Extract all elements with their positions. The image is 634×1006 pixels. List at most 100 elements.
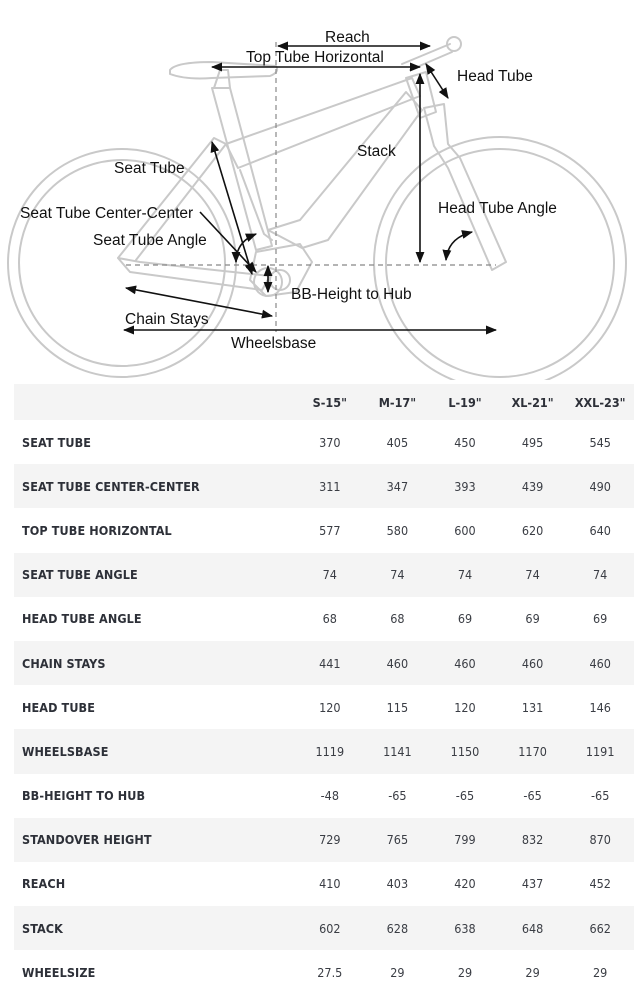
label-chain-stays: Chain Stays (125, 311, 209, 328)
size-header: XL-21" (511, 394, 554, 410)
row-value: 405 (386, 434, 409, 450)
row-value: 1119 (315, 743, 345, 759)
row-value: 450 (454, 434, 476, 450)
row-value: 638 (454, 920, 476, 936)
row-value: 146 (589, 699, 611, 715)
row-value: 648 (521, 920, 544, 936)
label-stack: Stack (357, 143, 396, 160)
fork-shape (423, 103, 507, 271)
row-value: -48 (320, 788, 339, 804)
row-label: STACK (22, 920, 63, 936)
motor-housing (249, 243, 313, 297)
dimension-arrows (122, 41, 498, 335)
row-label: TOP TUBE HORIZONTAL (22, 522, 172, 538)
row-value: 131 (521, 699, 544, 715)
row-value: 439 (521, 478, 544, 494)
row-label: HEAD TUBE ANGLE (22, 611, 142, 627)
seat-tube-angle-arc (231, 233, 258, 264)
row-value: 403 (386, 876, 409, 892)
row-value: 120 (454, 699, 476, 715)
row-value: 29 (457, 964, 473, 980)
row-value: 74 (525, 567, 540, 583)
row-value: -65 (591, 788, 610, 804)
row-value: 495 (521, 434, 544, 450)
label-seat-tube-angle: Seat Tube Angle (93, 232, 207, 249)
row-label: SEAT TUBE ANGLE (22, 567, 138, 583)
row-value: 460 (521, 655, 544, 671)
row-label: WHEELSBASE (22, 743, 109, 759)
row-value: 347 (386, 478, 409, 494)
row-value: 460 (386, 655, 409, 671)
label-head-tube: Head Tube (457, 68, 533, 85)
row-label: STANDOVER HEIGHT (22, 832, 152, 848)
row-value: 120 (319, 699, 341, 715)
label-bb-height-to-hub: BB-Height to Hub (291, 286, 412, 303)
row-value: 580 (386, 522, 409, 538)
row-value: 27.5 (317, 964, 343, 980)
row-value: 420 (454, 876, 476, 892)
row-value: 74 (457, 567, 473, 583)
row-value: 460 (589, 655, 611, 671)
row-value: 832 (521, 832, 544, 848)
row-value: 1170 (518, 743, 547, 759)
head-tube-angle-arc (442, 230, 474, 262)
row-value: 115 (386, 699, 409, 715)
row-value: 545 (589, 434, 611, 450)
row-value: 662 (589, 920, 611, 936)
row-value: 602 (319, 920, 341, 936)
size-header: S-15" (312, 394, 347, 410)
row-label: REACH (22, 876, 66, 892)
down-tube-shape (267, 91, 423, 249)
row-value: 729 (319, 832, 341, 848)
seat-post (213, 69, 231, 89)
row-value: 600 (454, 522, 476, 538)
geometry-table: S-15" M-17" L-19" XL-21" XXL-23" SEAT TU… (14, 384, 634, 994)
row-value: 69 (593, 611, 608, 627)
row-value: 620 (521, 522, 544, 538)
label-head-tube-angle: Head Tube Angle (438, 200, 557, 217)
size-header: XXL-23" (574, 394, 626, 410)
label-wheelsbase: Wheelsbase (231, 335, 316, 352)
size-header: L-19" (448, 394, 482, 410)
front-wheel (373, 136, 627, 380)
row-value: 74 (322, 567, 337, 583)
row-value: 68 (322, 611, 337, 627)
header-blank (14, 384, 296, 420)
row-value: 640 (589, 522, 611, 538)
bike-geometry-diagram: Reach Top Tube Horizontal Head Tube Stac… (7, 29, 627, 380)
row-value: 1191 (585, 743, 615, 759)
row-value: 74 (390, 567, 405, 583)
row-label: SEAT TUBE (22, 434, 92, 450)
row-label: CHAIN STAYS (22, 655, 106, 671)
row-value: 29 (390, 964, 405, 980)
label-seat-tube-center-center: Seat Tube Center-Center (20, 205, 193, 222)
label-top-tube-horizontal: Top Tube Horizontal (246, 49, 384, 66)
row-value: 69 (457, 611, 473, 627)
row-value: 765 (386, 832, 409, 848)
row-value: 799 (454, 832, 476, 848)
row-value: 628 (386, 920, 409, 936)
row-value: 441 (319, 655, 341, 671)
row-value: -65 (388, 788, 407, 804)
row-label: SEAT TUBE CENTER-CENTER (22, 478, 200, 494)
row-value: 311 (319, 478, 341, 494)
size-header: M-17" (378, 394, 417, 410)
row-value: -65 (455, 788, 475, 804)
row-value: 437 (521, 876, 544, 892)
row-value: 393 (454, 478, 476, 494)
label-seat-tube: Seat Tube (114, 160, 185, 177)
row-label: BB-HEIGHT TO HUB (22, 788, 146, 804)
label-reach: Reach (325, 29, 370, 46)
size-header-row: S-15" M-17" L-19" XL-21" XXL-23" (14, 384, 634, 420)
row-value: 69 (525, 611, 540, 627)
